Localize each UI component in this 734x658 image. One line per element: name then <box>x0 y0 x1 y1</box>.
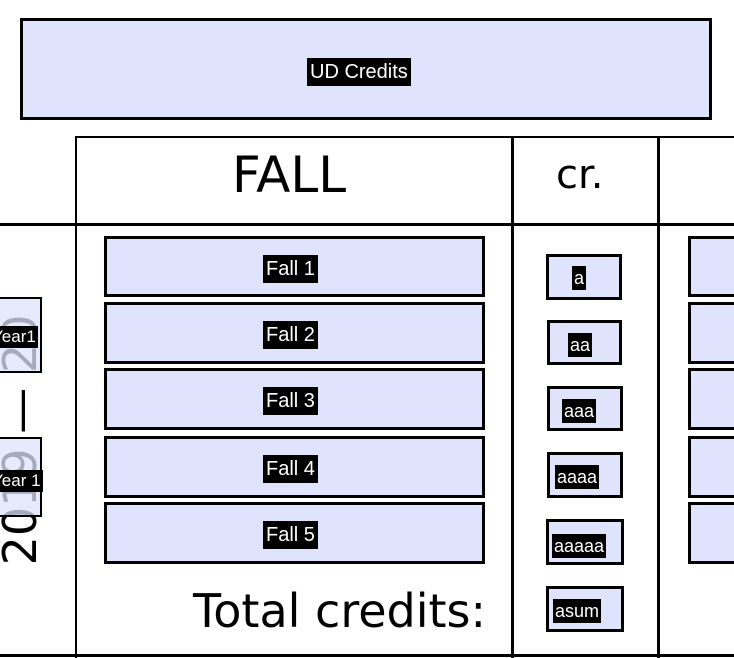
year-field-2[interactable]: Year 1 <box>0 437 43 517</box>
spring-course-field-4[interactable] <box>688 436 734 498</box>
year-field-1[interactable]: Year1 <box>0 297 42 373</box>
fall-course-field-2[interactable]: Fall 2 <box>104 302 485 364</box>
year-field-1-name: Year1 <box>0 326 38 348</box>
ud-credits-field[interactable]: UD Credits <box>20 18 712 120</box>
credit-field-3[interactable]: aaa <box>547 386 623 431</box>
fall-course-field-3-name: Fall 3 <box>263 387 318 415</box>
fall-course-field-5-name: Fall 5 <box>263 521 318 549</box>
column-divider-credits-left <box>511 136 514 658</box>
table-top-border <box>75 136 734 138</box>
credits-column-header: cr. <box>556 152 604 198</box>
fall-course-field-1-name: Fall 1 <box>263 255 318 283</box>
fall-course-field-3[interactable]: Fall 3 <box>104 368 485 430</box>
fall-course-field-1[interactable]: Fall 1 <box>104 236 485 297</box>
spring-course-field-1[interactable] <box>688 236 734 297</box>
credit-field-4[interactable]: aaaa <box>547 452 623 498</box>
spring-course-field-3[interactable] <box>688 368 734 430</box>
credit-field-1-name: a <box>572 266 587 290</box>
ud-credits-field-name: UD Credits <box>307 58 411 86</box>
credit-field-5[interactable]: aaaaa <box>546 519 624 565</box>
credit-sum-field[interactable]: asum <box>546 586 624 632</box>
header-bottom-border <box>0 223 734 226</box>
column-divider-credits-right <box>657 136 660 658</box>
credit-field-1[interactable]: a <box>546 254 622 300</box>
fall-course-field-4[interactable]: Fall 4 <box>104 436 485 498</box>
table-bottom-border <box>0 654 734 657</box>
spring-course-field-5[interactable] <box>688 502 734 564</box>
credit-sum-field-name: asum <box>553 599 602 623</box>
spring-course-field-2[interactable] <box>688 302 734 364</box>
credit-field-5-name: aaaaa <box>552 534 607 558</box>
credit-field-2-name: aa <box>568 333 593 357</box>
fall-course-field-4-name: Fall 4 <box>263 455 318 483</box>
credit-field-2[interactable]: aa <box>547 320 622 365</box>
fall-column-header: FALL <box>232 146 347 204</box>
fall-course-field-2-name: Fall 2 <box>263 321 318 349</box>
fall-course-field-5[interactable]: Fall 5 <box>104 502 485 564</box>
year-field-2-name: Year 1 <box>0 470 43 492</box>
total-credits-label: Total credits: <box>193 584 487 638</box>
credit-field-4-name: aaaa <box>555 465 600 489</box>
credit-field-3-name: aaa <box>562 399 597 423</box>
column-divider-left <box>75 136 77 658</box>
